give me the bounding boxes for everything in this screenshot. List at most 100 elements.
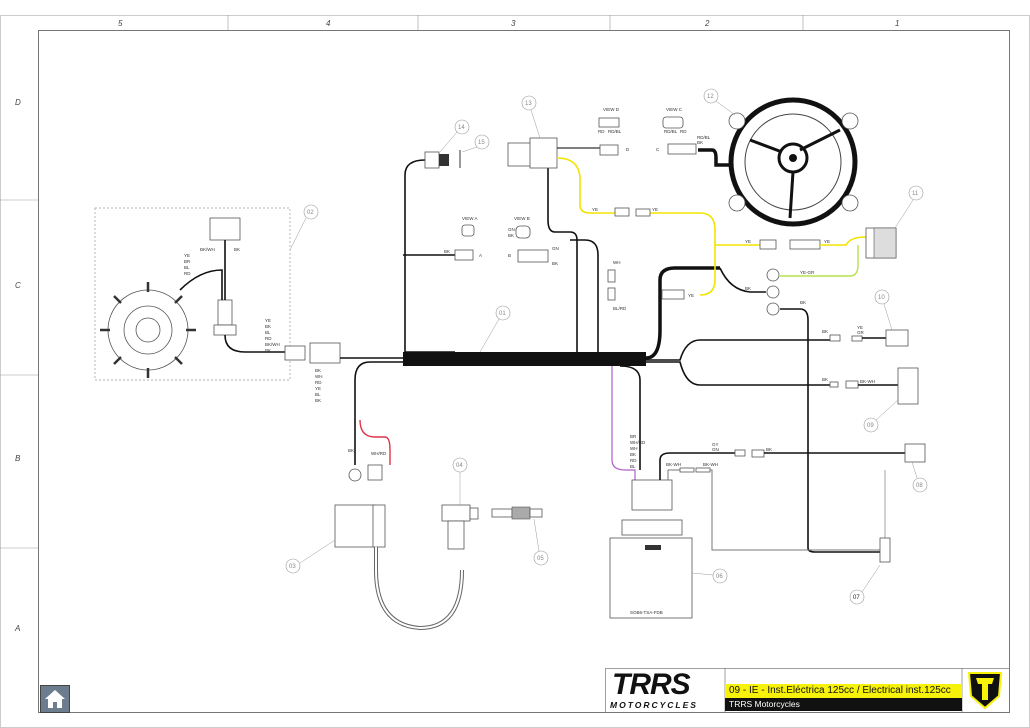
wire-label: YE xyxy=(857,325,863,330)
callout-03: 03 xyxy=(289,564,296,570)
row-label: D xyxy=(15,98,21,107)
wire-label: BK xyxy=(822,329,828,334)
wire-label: BK xyxy=(348,448,354,453)
wire-label: BK xyxy=(697,140,703,145)
wire-label: RD xyxy=(184,271,191,276)
wire-label: BK/WH xyxy=(200,247,215,252)
column-label: 5 xyxy=(118,19,123,28)
callout-02: 02 xyxy=(307,210,314,216)
wire-label: BK-WH xyxy=(860,379,875,384)
home-button[interactable] xyxy=(40,685,70,713)
wire-label: WH xyxy=(630,446,638,451)
connector-ye xyxy=(635,208,651,217)
view-title: VIEW A xyxy=(462,216,478,221)
component-08 xyxy=(904,443,926,463)
ecu xyxy=(609,537,693,619)
wire-label: BR xyxy=(630,434,637,439)
callouts: 01 02 03 04 05 06 07 08 09 10 11 12 13 1… xyxy=(285,88,928,605)
stator-plug-labels: YE BK BL RD BK/WH BK xyxy=(265,318,280,353)
connector-ye xyxy=(614,207,630,217)
connector-c xyxy=(667,143,697,155)
callout-09: 09 xyxy=(867,423,874,429)
row-label: A xyxy=(14,624,20,633)
view-marker: A xyxy=(479,253,482,258)
wire-label: YE-GR xyxy=(800,270,815,275)
wire-label: WH/RD xyxy=(371,451,387,456)
view-title: VIEW C xyxy=(666,107,683,112)
wire-label: RD xyxy=(630,458,637,463)
wire-label: YE xyxy=(315,386,321,391)
view-c-connector xyxy=(662,116,684,129)
wire-label: RD xyxy=(598,129,605,134)
stator-group-box xyxy=(94,207,291,381)
callout-12: 12 xyxy=(707,94,714,100)
ground-terminal xyxy=(766,268,780,282)
wire-label: GR xyxy=(857,330,865,335)
wire-label: BK xyxy=(766,447,772,452)
wire-label: RD/BL xyxy=(664,129,678,134)
wire-label: GN xyxy=(508,227,515,232)
wire-label: BK/WH xyxy=(265,342,280,347)
wire-label: YE xyxy=(265,318,271,323)
wire-label: RD xyxy=(265,336,272,341)
wire-label: BK xyxy=(552,261,558,266)
trrs-shield-logo xyxy=(967,672,1003,710)
drawing-frame xyxy=(38,30,1010,713)
callout-06: 06 xyxy=(716,574,723,580)
connector-ye-small xyxy=(661,289,685,300)
home-icon xyxy=(45,690,65,708)
ground-terminal xyxy=(766,302,780,316)
coil-ring-terminal xyxy=(348,468,362,482)
callout-14: 14 xyxy=(458,125,465,131)
row-label: B xyxy=(15,454,21,463)
view-d-connector xyxy=(598,117,620,128)
spark-plug xyxy=(491,506,543,520)
callout-08: 08 xyxy=(916,483,923,489)
grid-dividers xyxy=(0,15,804,549)
wire-label: BK xyxy=(508,233,514,238)
wire-label: BK-WH xyxy=(666,462,681,467)
wire-label: YE xyxy=(824,239,830,244)
wire-label: BL xyxy=(630,464,636,469)
stator-wire-labels: YE BR BL RD xyxy=(184,253,191,276)
column-label: 4 xyxy=(326,19,331,28)
wire-label: WH/RD xyxy=(630,440,646,445)
ignition-coil xyxy=(334,504,376,548)
sensor-a-connector xyxy=(454,249,474,261)
view-b-connector xyxy=(515,225,531,239)
drawing-subtitle: TRRS Motorcycles xyxy=(725,698,962,711)
wire-label: BL xyxy=(315,392,321,397)
row-label: C xyxy=(15,281,21,290)
wire-label: RD/BL xyxy=(608,129,622,134)
regulator-component xyxy=(209,217,241,336)
wire-label: BK xyxy=(315,368,321,373)
wire-label: WH xyxy=(315,374,323,379)
wire-label: YE xyxy=(592,207,598,212)
wire-label: BK xyxy=(444,249,450,254)
ground-terminal xyxy=(766,285,780,299)
relay xyxy=(529,137,558,169)
wire-label: BK-WH xyxy=(703,462,718,467)
ecu-wire-labels: BR WH/RD WH BK RD BL xyxy=(630,434,646,469)
wire-label: YE xyxy=(688,293,694,298)
wire-label: BR xyxy=(184,259,191,264)
sensor-b-connector xyxy=(517,249,549,263)
brand-subtitle: MOTORCYCLES xyxy=(610,700,698,710)
wire-label: BL xyxy=(265,330,271,335)
callout-05: 05 xyxy=(537,556,544,562)
main-plug xyxy=(309,342,341,364)
wire-label: BL xyxy=(184,265,190,270)
view-title: VIEW B xyxy=(514,216,530,221)
main-harness xyxy=(403,352,646,366)
view-marker: B xyxy=(508,253,511,258)
wire-label: WH xyxy=(613,260,621,265)
callout-04: 04 xyxy=(456,463,463,469)
spark-plug-cap xyxy=(441,504,471,522)
ecu-part-number: SOB6-TSA-FDB xyxy=(630,610,663,615)
wire-label: BK xyxy=(822,377,828,382)
wire-label: YE xyxy=(652,207,658,212)
connector-ye xyxy=(759,239,777,250)
harness-branch-up xyxy=(645,266,720,360)
column-label: 3 xyxy=(511,19,516,28)
trrs-logo: TRRS xyxy=(612,668,691,702)
